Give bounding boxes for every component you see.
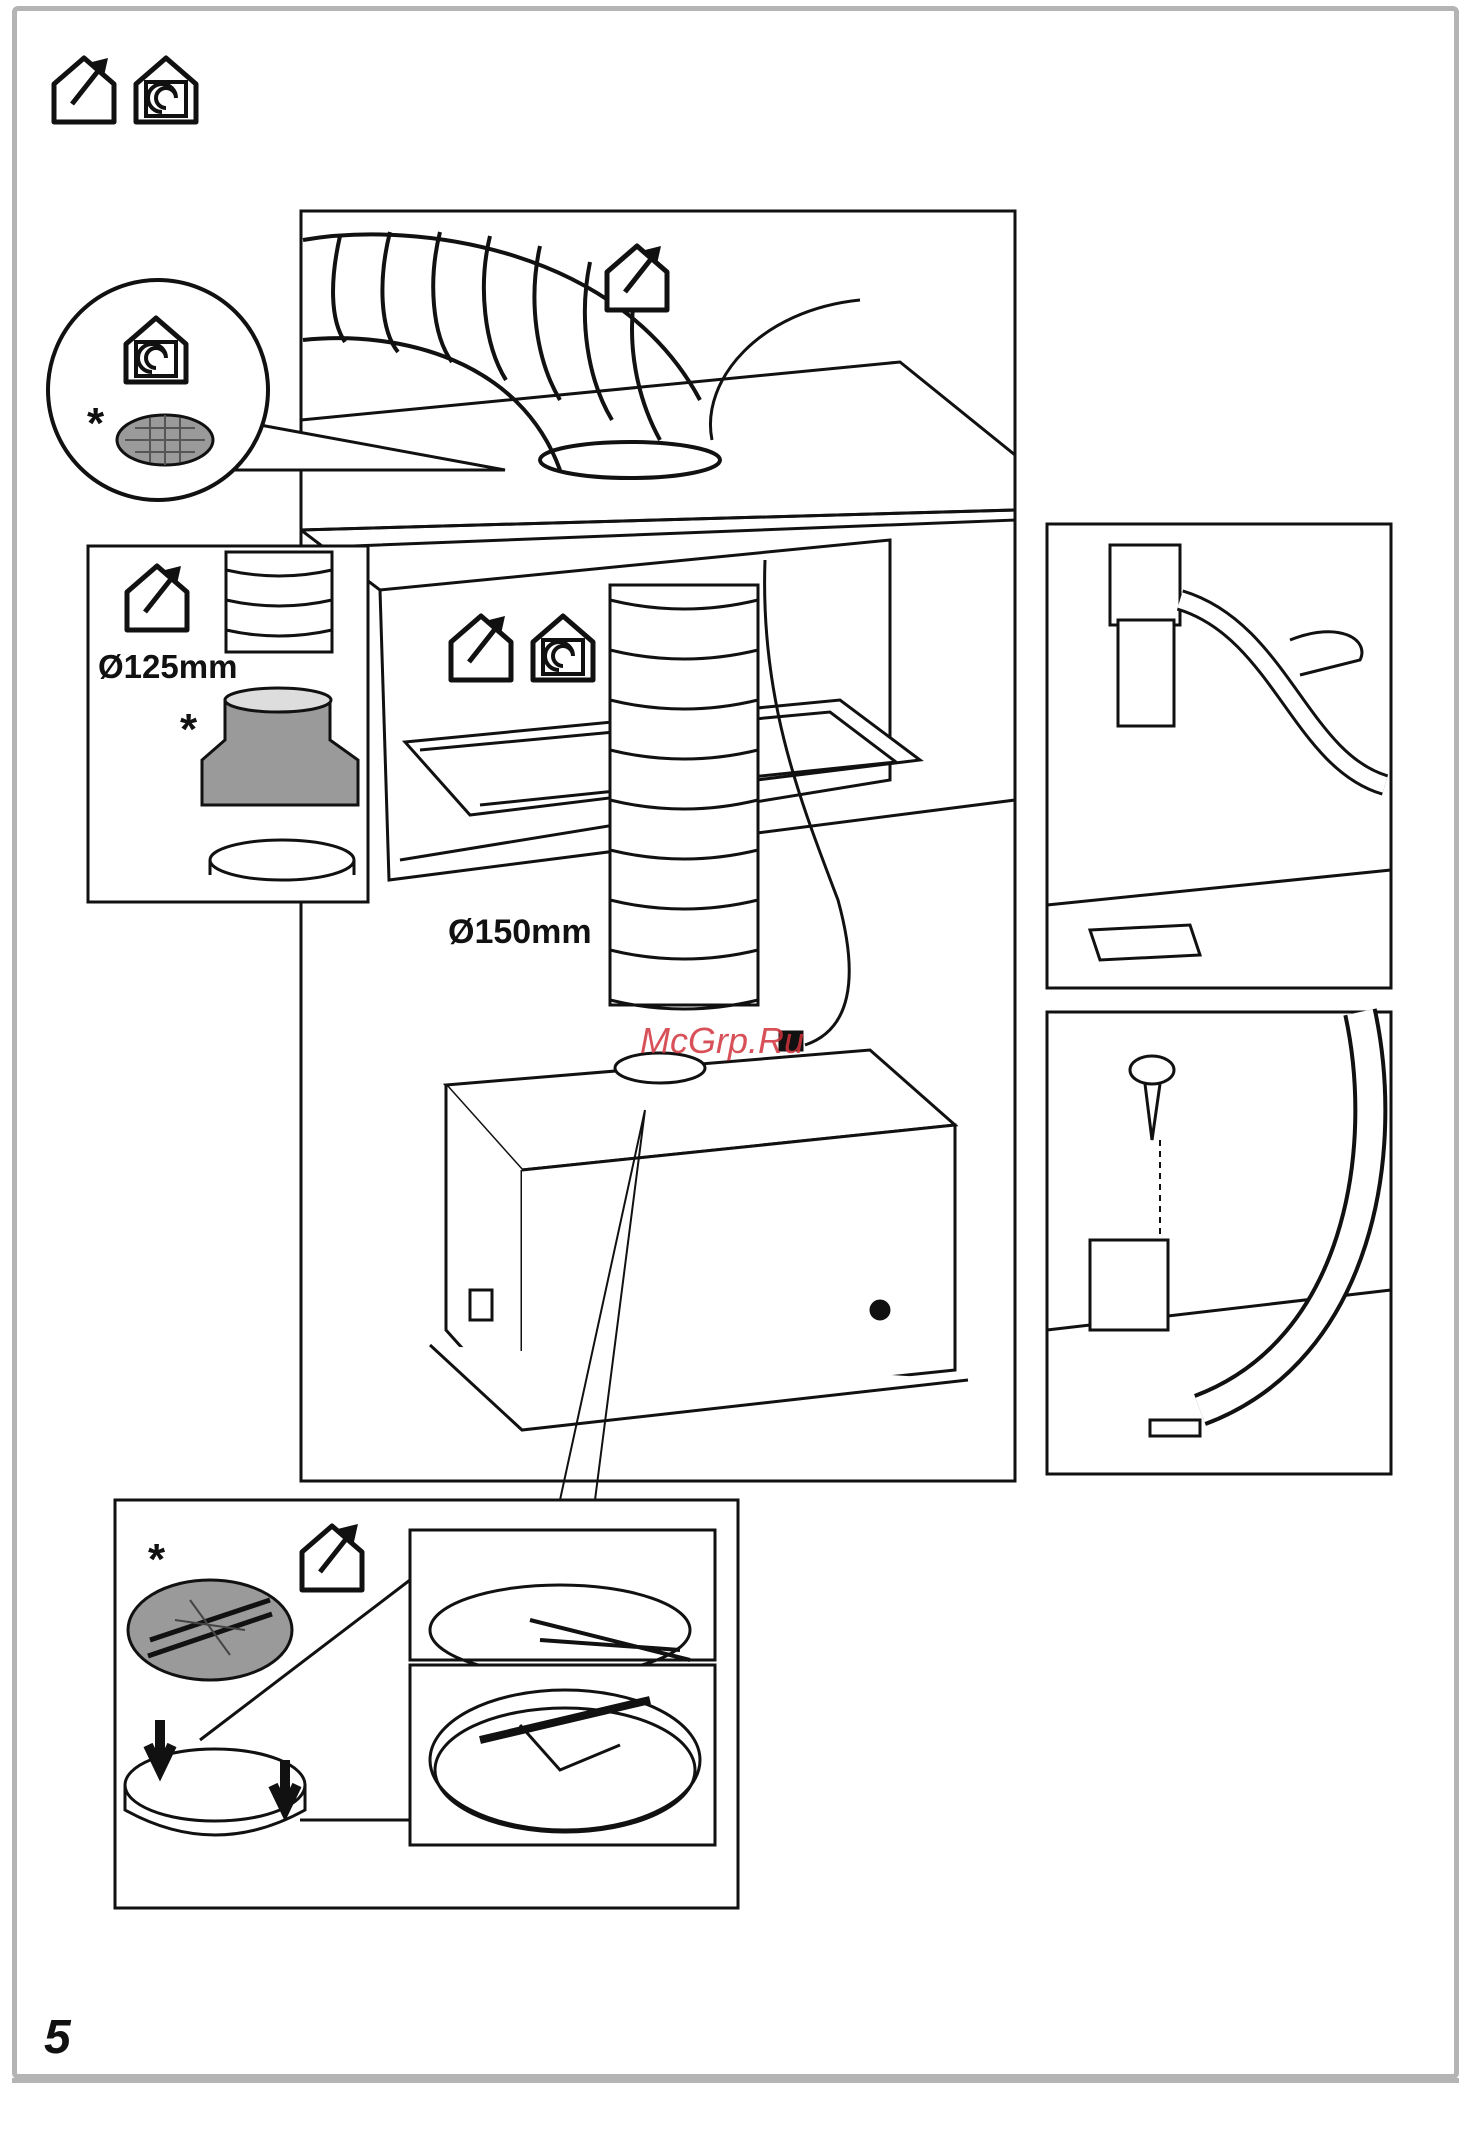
optional-marker-flap: *	[148, 1538, 165, 1582]
optional-marker-reducer: *	[180, 708, 197, 752]
hood-body	[430, 1032, 968, 1430]
vertical-duct	[610, 585, 758, 1009]
diameter-125-label: Ø125mm	[98, 648, 237, 686]
backdraft-flap-inset	[115, 1500, 738, 1908]
screw-fixing-inset	[1047, 1012, 1391, 1474]
ducted-mode-icon	[54, 58, 114, 122]
watermark: McGrp.Ru	[640, 1020, 804, 1062]
optional-marker-filter: *	[87, 402, 104, 446]
page-number: 5	[44, 2010, 71, 2065]
recirculation-mode-icon	[136, 58, 196, 122]
reducer-inset	[88, 546, 368, 902]
connector-clip-inset	[1047, 524, 1391, 988]
diameter-150-label: Ø150mm	[448, 913, 592, 952]
